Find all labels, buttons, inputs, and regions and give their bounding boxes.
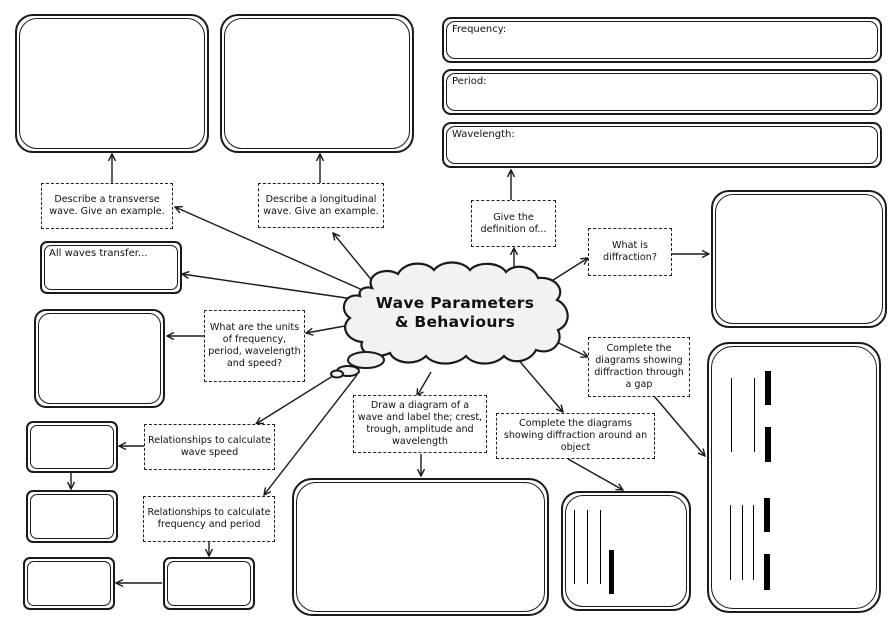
frequency-definition-box[interactable]: Frequency: [442,17,882,63]
longitudinal-answer-box[interactable] [220,14,414,153]
wavelength-definition-box[interactable]: Wavelength: [442,122,882,168]
thought-bubble-large [347,351,385,369]
diffraction-object-diagram-box[interactable] [561,491,691,611]
cloud-shape [342,261,569,365]
period-label: Period: [452,76,487,87]
barrier-upper [764,498,770,532]
wavefront-line [753,505,754,580]
arrow-to-units [306,325,346,333]
transverse-prompt: Describe a transverse wave. Give an exam… [41,183,173,229]
freq-period-rearranged-box[interactable] [23,557,115,610]
diffraction-gap-diagram-box[interactable] [707,342,881,613]
freq-period-prompt: Relationships to calculate frequency and… [143,496,275,542]
arrow-to-freq-period [264,374,358,495]
arrow-to-transverse [175,207,368,293]
arrow-to-longitudinal [333,233,375,284]
transverse-answer-box[interactable] [15,14,209,153]
units-prompt: What are the units of frequency, period,… [204,310,305,382]
diffraction-answer-box[interactable] [711,190,887,328]
arrow-to-all-waves [182,274,361,301]
wavefront-line [742,505,743,580]
wavefront-line [600,510,601,584]
period-definition-box[interactable]: Period: [442,69,882,115]
wave-speed-answer-box[interactable] [26,421,118,473]
barrier-lower [765,427,771,462]
freq-period-answer-box[interactable] [163,557,255,610]
draw-diagram-prompt: Draw a diagram of a wave and label the; … [353,395,487,453]
wave-diagram-box[interactable] [292,478,549,616]
central-cloud [330,261,569,379]
barrier-upper [765,371,771,405]
wavefront-line [754,378,755,452]
central-topic-line1: Wave Parameters [375,294,535,312]
longitudinal-prompt: Describe a longitudinal wave. Give an ex… [258,183,384,228]
arrow-to-around-object [515,356,563,412]
thought-bubble-small [330,369,344,379]
arrow-around-box [567,458,623,490]
around-object-prompt: Complete the diagrams showing diffractio… [496,413,655,459]
definition-prompt: Give the definition of... [471,200,556,247]
arrow-to-diffraction [549,258,588,283]
central-topic-line2: & Behaviours [394,313,516,331]
obstacle-barrier [609,550,614,594]
barrier-lower [764,554,770,590]
all-waves-transfer-label: All waves transfer... [49,248,148,259]
all-waves-transfer-box[interactable]: All waves transfer... [40,241,182,294]
wave-speed-rearranged-box[interactable] [26,490,118,543]
wavelength-label: Wavelength: [452,129,515,140]
arrow-to-draw-diagram [417,371,432,396]
wavefront-line [731,378,732,452]
diffraction-prompt: What is diffraction? [588,228,672,276]
units-answer-box[interactable] [34,309,165,408]
arrow-gap-box [653,395,705,456]
central-topic-title: Wave Parameters & Behaviours [360,294,550,332]
wavefront-line [730,505,731,580]
wavefront-line [574,510,575,584]
through-gap-prompt: Complete the diagrams showing diffractio… [588,337,690,397]
wave-speed-prompt: Relationships to calculate wave speed [144,424,275,470]
arrow-to-wave-speed [256,373,337,424]
frequency-label: Frequency: [452,24,507,35]
wavefront-line [587,510,588,584]
